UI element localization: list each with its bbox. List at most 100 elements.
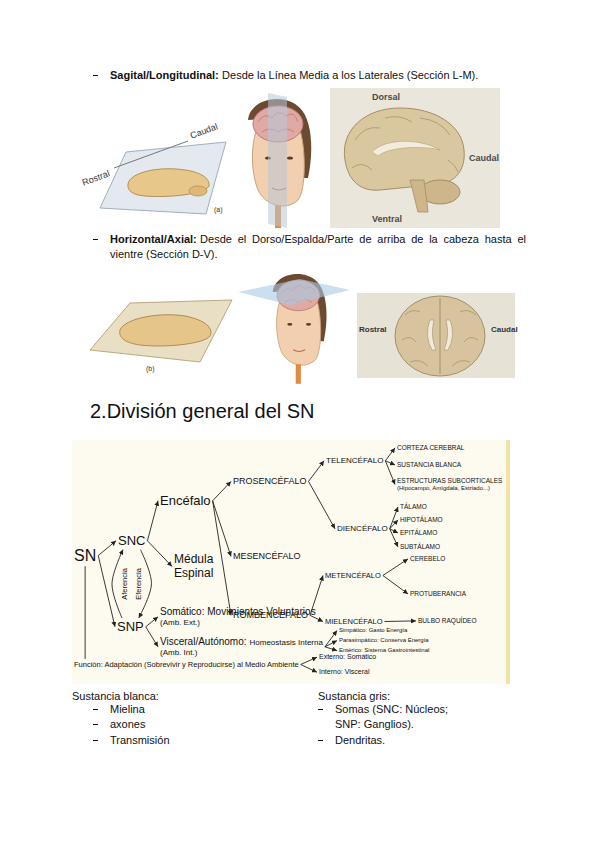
list-text: Transmisión (110, 733, 170, 748)
bullet-dash (93, 709, 98, 710)
branch-arrow (213, 481, 231, 500)
section-plane (268, 93, 287, 228)
branch-arrow (383, 576, 408, 594)
branch-arrow (383, 559, 408, 576)
tree-term: TELENCÉFALO (326, 456, 383, 466)
term-text: SUBTÁLAMO (400, 543, 440, 551)
branch-arrow (146, 617, 158, 627)
list-text: Somas (SNC: Núcleos; SNP: Ganglios). (335, 702, 463, 732)
tree-term: SNP (117, 619, 144, 635)
section-photo (330, 88, 500, 228)
bullet-term: Horizontal/Axial: (110, 233, 197, 245)
list-text: Sustancia blanca: (72, 689, 159, 704)
term-text: Somático: Movimientos Voluntarios (160, 606, 316, 618)
term-text: BULBO RAQUÍDEO (418, 617, 477, 625)
tree-term: SNC (118, 533, 145, 549)
tree-term: CEREBELO (410, 555, 445, 563)
tree-term: Somático: Movimientos Voluntarios(Amb. E… (160, 606, 316, 628)
gyri (402, 311, 478, 366)
corpus-callosum (372, 141, 440, 156)
tree-term: SN (74, 546, 96, 565)
tree-term: MIELENCÉFALO (325, 617, 383, 626)
tree-term: Encéfalo (160, 493, 211, 509)
list-text: Dendritas. (335, 733, 385, 748)
branch-arrow (301, 665, 317, 673)
image-label: Ventral (372, 213, 402, 225)
brainstem (410, 180, 428, 212)
bullet-dash (318, 709, 323, 710)
brain (128, 169, 209, 197)
term-text: TELENCÉFALO (326, 456, 383, 466)
branch-arrow (385, 620, 416, 622)
term-text: Función: Adaptación (Sobrevivir y Reprod… (74, 660, 299, 669)
term-text: ESTRUCTURAS SUBCORTICALES (397, 477, 502, 485)
branch-arrow (385, 461, 395, 485)
list-text: Sustancia gris: (318, 689, 390, 704)
branch-arrow (147, 541, 172, 567)
tree-term: Externo: Somático (319, 653, 376, 661)
term-text: Simpático: Gasto Energía (339, 627, 407, 634)
tree-term: PROTUBERANCIA (410, 590, 466, 598)
image-label: Rostral (359, 325, 387, 336)
image-label: Caudal (189, 120, 220, 141)
section-heading: 2.División general del SN (90, 398, 315, 425)
bullet-term: Sagital/Longitudinal: (110, 69, 219, 81)
term-text: Externo: Somático (319, 653, 376, 661)
cerebrum (344, 108, 464, 190)
term-text: Interno: Visceral (319, 668, 369, 676)
image-label: (a) (214, 205, 223, 214)
list-text: Mielina (110, 702, 145, 717)
tree-term: Simpático: Gasto Energía (339, 627, 407, 634)
term-text: Visceral/Autónomo: (160, 636, 247, 647)
tree-term: EPITÁLAMO (400, 529, 437, 537)
edge-label: Eferencia (134, 567, 142, 601)
midline (440, 298, 441, 374)
section-plane (238, 279, 350, 305)
term-text: CEREBELO (410, 555, 445, 563)
section-plane (100, 142, 226, 214)
diagram-edge-stripe (506, 440, 510, 684)
tree-term: Parasimpático: Conserva Energía (339, 637, 429, 644)
brain (120, 315, 211, 346)
branch-arrow (325, 631, 337, 647)
branch-arrow (85, 566, 86, 659)
section-plane (90, 300, 232, 362)
term-text: MIELENCÉFALO (325, 617, 383, 626)
edge-label: Aferencia (121, 567, 129, 601)
tree-term: DIENCÉFALO (337, 524, 388, 534)
term-text: SNC (118, 533, 145, 549)
term-text: Parasimpático: Conserva Energía (339, 637, 429, 644)
image-label: Dorsal (372, 91, 400, 103)
image-label: Rostral (81, 167, 112, 188)
branch-arrow (390, 507, 398, 529)
tree-term: MESENCÉFALO (233, 551, 301, 562)
term-text: PROTUBERANCIA (410, 590, 466, 598)
paragraph: Sagital/Longitudinal:Desde la Línea Medi… (110, 68, 550, 83)
image-label: (b) (146, 364, 155, 373)
term-text: CORTEZA CEREBRAL (397, 444, 464, 452)
term-text: Homeostasis Interna (250, 638, 323, 647)
bullet-text: Desde la Línea Media a los Laterales (Se… (222, 69, 478, 81)
tree-term: BULBO RAQUÍDEO (418, 617, 477, 625)
term-text: DIENCÉFALO (337, 524, 388, 534)
term-text: TÁLAMO (400, 503, 427, 511)
branch-arrow (147, 501, 158, 541)
term-text: PROSENCÉFALO (233, 476, 307, 487)
branch-arrow (301, 657, 317, 664)
term-text: EPITÁLAMO (400, 529, 437, 537)
term-text: MESENCÉFALO (233, 551, 301, 562)
tree-term: Función: Adaptación (Sobrevivir y Reprod… (74, 660, 299, 669)
term-text: SNP (117, 619, 144, 635)
list-text: axones (110, 717, 145, 732)
term-text: (Hipocampo, Amígdala, Estriado...) (397, 485, 502, 492)
tree-term: SUSTANCIA BLANCA (397, 461, 461, 469)
bullet-dash (93, 239, 98, 240)
branch-arrow (390, 520, 398, 529)
image-label: Caudal (469, 152, 499, 164)
tree-term: METENCÉFALO (325, 571, 381, 580)
tree-term: Interno: Visceral (319, 668, 369, 676)
tree-term: TÁLAMO (400, 503, 427, 511)
branch-arrow (213, 501, 231, 616)
term-text: Médula Espinal (174, 552, 226, 581)
